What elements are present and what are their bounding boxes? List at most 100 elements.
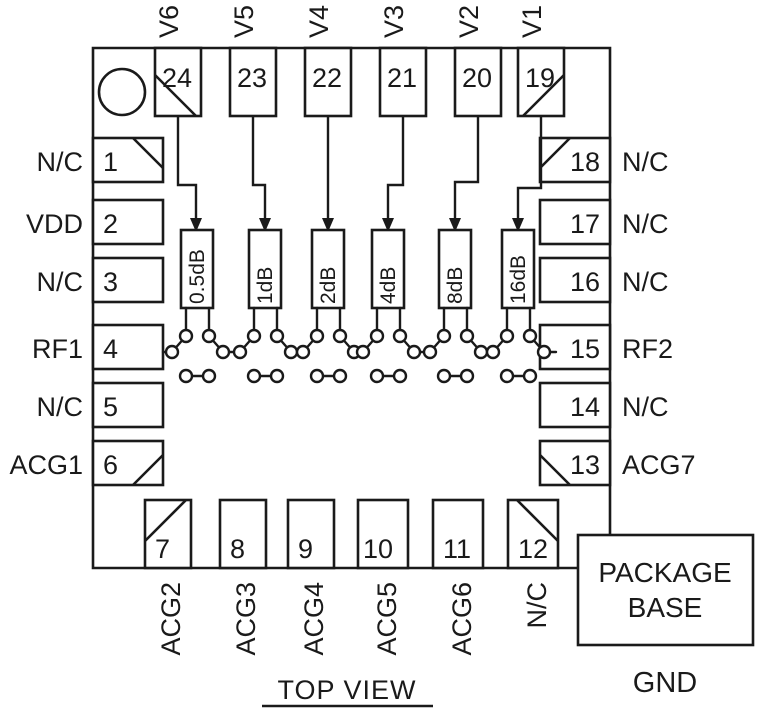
top-view-label: TOP VIEW xyxy=(277,675,416,705)
pin-label-V4: V4 xyxy=(304,5,334,38)
attenuator-label-16dB: 16dB xyxy=(507,255,530,304)
switch-pole-node xyxy=(295,344,311,360)
right-pin-labels: N/C N/C N/C RF2 N/C ACG7 xyxy=(622,147,696,480)
pin-number-21: 21 xyxy=(387,63,417,93)
chamfer-pin-12 xyxy=(516,499,559,542)
pin-label-14: N/C xyxy=(622,392,669,422)
pin-number-11: 11 xyxy=(443,534,471,564)
switch-node xyxy=(459,328,475,344)
switch-pole-node xyxy=(232,344,248,360)
switch-pole-node xyxy=(536,344,552,360)
attenuator-box-8dB xyxy=(437,228,473,310)
pin-box-3 xyxy=(91,256,165,304)
control-wire-V2 xyxy=(453,116,480,222)
chamfer-pin-1 xyxy=(132,137,164,169)
switch-node xyxy=(522,328,538,344)
switch-pole-node xyxy=(422,344,438,360)
left-pin-numbers: 1 2 3 4 5 6 xyxy=(103,147,118,480)
package-base-line-1: PACKAGE xyxy=(598,557,731,588)
arrowhead-V5 xyxy=(259,218,271,232)
bypass-node xyxy=(369,368,385,384)
top-view-caption: TOP VIEW xyxy=(262,675,433,708)
attenuator-box-1dB xyxy=(247,228,283,310)
pin-box-6 xyxy=(91,439,165,487)
switch-pole-node xyxy=(215,344,231,360)
pin-number-15: 15 xyxy=(570,334,600,364)
pin-number-3: 3 xyxy=(103,267,118,297)
bottom-pin-boxes xyxy=(143,498,560,570)
arrowhead-V4 xyxy=(322,218,334,232)
pin-number-18: 18 xyxy=(570,147,600,177)
pin-number-20: 20 xyxy=(462,63,492,93)
bottom-pin-numbers: 7 8 9 10 11 12 xyxy=(155,534,548,564)
switch-pole-node xyxy=(406,344,422,360)
right-pin-numbers: 18 17 16 15 14 13 xyxy=(570,147,600,480)
pin-box-8 xyxy=(218,498,268,570)
bypass-node xyxy=(522,368,538,384)
pin-label-V2: V2 xyxy=(454,5,484,38)
pin-box-9 xyxy=(286,498,336,570)
pin-label-12: N/C xyxy=(522,582,552,629)
pin-number-5: 5 xyxy=(103,392,118,422)
attenuator-label-8dB: 8dB xyxy=(444,267,467,304)
attenuator-label-2dB: 2dB xyxy=(317,267,340,304)
switch-node xyxy=(392,328,408,344)
pin-number-1: 1 xyxy=(103,147,118,177)
pin-label-V1: V1 xyxy=(517,5,547,38)
pin-label-16: N/C xyxy=(622,267,669,297)
pin-label-2: VDD xyxy=(26,209,83,239)
chamfer-pin-18 xyxy=(539,137,571,169)
bypass-node xyxy=(459,368,475,384)
package-base-line-2: BASE xyxy=(628,592,703,623)
bypass-node xyxy=(269,368,285,384)
switch-pole-node xyxy=(473,344,489,360)
attenuator-label-0.5dB: 0.5dB xyxy=(186,249,209,304)
ground-label: GND xyxy=(633,667,697,699)
pin-label-V6: V6 xyxy=(154,5,184,38)
pin-box-5 xyxy=(91,381,165,429)
pin-number-24: 24 xyxy=(162,63,192,93)
package-base-rect xyxy=(576,533,755,647)
pin-box-14 xyxy=(538,381,612,429)
pin-number-17: 17 xyxy=(570,209,600,239)
pin-box-18 xyxy=(538,136,612,184)
pin-label-15: RF2 xyxy=(622,334,673,364)
attenuator-label-1dB: 1dB xyxy=(254,267,277,304)
attenuator-box-4dB xyxy=(370,228,406,310)
bypass-node xyxy=(178,368,194,384)
chamfer-pin-7 xyxy=(144,499,187,542)
pin-number-10: 10 xyxy=(363,534,393,564)
control-wire-V1 xyxy=(516,116,543,222)
bypass-node xyxy=(246,368,262,384)
chamfer-pin-13 xyxy=(539,454,571,486)
attenuator-box-0.5dB xyxy=(179,228,215,310)
pin-box-1 xyxy=(91,136,165,184)
pin-label-4: RF1 xyxy=(32,334,83,364)
pin-label-V3: V3 xyxy=(379,5,409,38)
bypass-node xyxy=(201,368,217,384)
pin-box-16 xyxy=(538,256,612,304)
switch-node xyxy=(309,328,325,344)
control-wire-V6 xyxy=(176,116,198,222)
top-pin-numbers: 24 23 22 21 20 19 xyxy=(162,63,555,93)
switch-node xyxy=(499,328,515,344)
switch-node xyxy=(369,328,385,344)
pin-number-13: 13 xyxy=(570,450,600,480)
pin-label-5: N/C xyxy=(37,392,84,422)
pin-number-12: 12 xyxy=(518,534,548,564)
bypass-node xyxy=(332,368,348,384)
left-pin-boxes xyxy=(91,136,165,487)
pin-label-8: ACG3 xyxy=(231,582,261,656)
switch-pole-node xyxy=(164,344,180,360)
bypass-node xyxy=(309,368,325,384)
pin-number-16: 16 xyxy=(570,267,600,297)
attenuator-blocks: 0.5dB 1dB 2dB 4dB 8dB 16dB xyxy=(179,228,536,310)
pin-label-13: ACG7 xyxy=(622,450,696,480)
switch-node xyxy=(436,328,452,344)
attenuator-label-4dB: 4dB xyxy=(377,267,400,304)
pin-label-1: N/C xyxy=(37,147,84,177)
bottom-pin-labels: ACG2 ACG3 ACG4 ACG5 ACG6 N/C xyxy=(156,582,552,656)
arrowhead-V3 xyxy=(382,218,394,232)
arrowhead-V1 xyxy=(512,218,524,232)
